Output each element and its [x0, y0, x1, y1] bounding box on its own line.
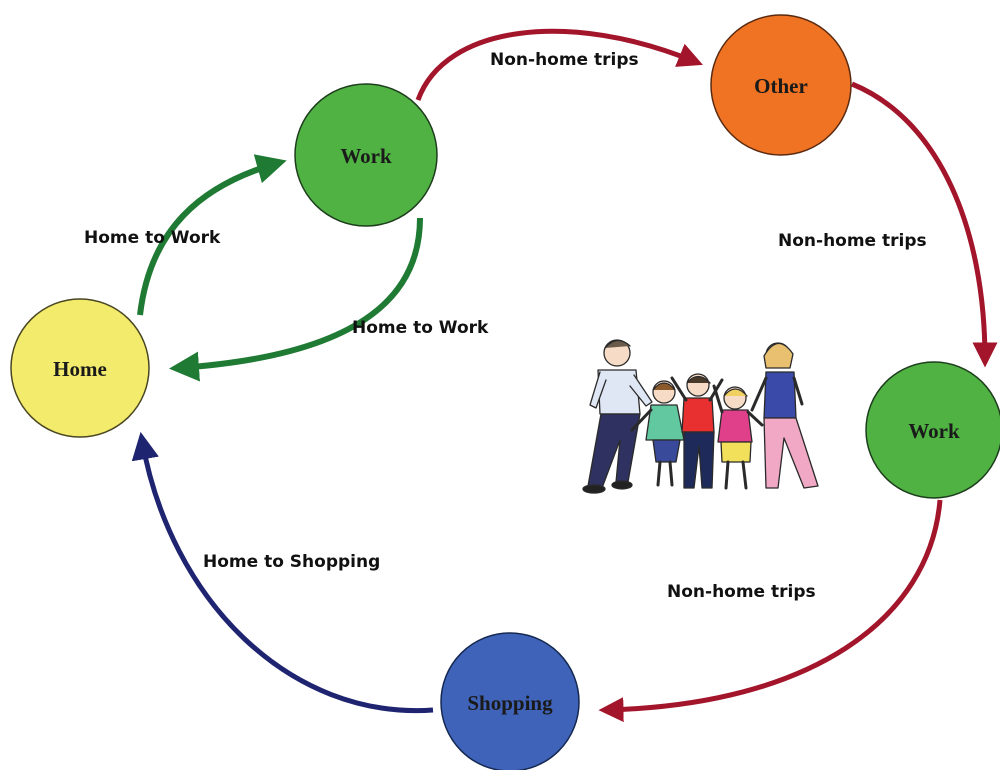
family-illustration: [582, 339, 819, 494]
edge-label-home-to-work: Home to Work: [84, 228, 221, 248]
node-other-label: Other: [754, 74, 808, 98]
node-shopping-label: Shopping: [467, 691, 553, 715]
arrow-other-to-work: [851, 81, 998, 368]
edge-label-work-to-shopping: Non-home trips: [667, 582, 816, 602]
father-figure: [582, 339, 653, 494]
node-other: Other: [710, 14, 852, 156]
node-home: Home: [10, 298, 150, 438]
edge-label-work-to-other: Non-home trips: [490, 50, 639, 70]
node-work-top-label: Work: [340, 144, 392, 168]
girl-left-figure: [630, 380, 685, 487]
edge-label-shopping-to-home: Home to Shopping: [203, 552, 380, 572]
node-home-label: Home: [53, 357, 107, 381]
girl-right-figure: [712, 384, 764, 490]
edge-label-other-to-work: Non-home trips: [778, 231, 927, 251]
arrow-shopping-to-home: [131, 431, 434, 714]
edge-label-work-to-home: Home to Work: [352, 318, 489, 338]
arrow-work-to-shopping: [598, 499, 943, 723]
boy-center-figure: [670, 373, 724, 489]
node-work-right-label: Work: [908, 419, 960, 443]
node-shopping: Shopping: [440, 632, 580, 770]
node-work-right: Work: [865, 361, 1000, 499]
node-work-top: Work: [294, 83, 438, 227]
arrow-work-to-other: [415, 28, 703, 101]
arrow-home-to-work: [137, 154, 287, 316]
arrow-work-to-home: [169, 217, 423, 382]
mother-figure: [750, 342, 819, 489]
